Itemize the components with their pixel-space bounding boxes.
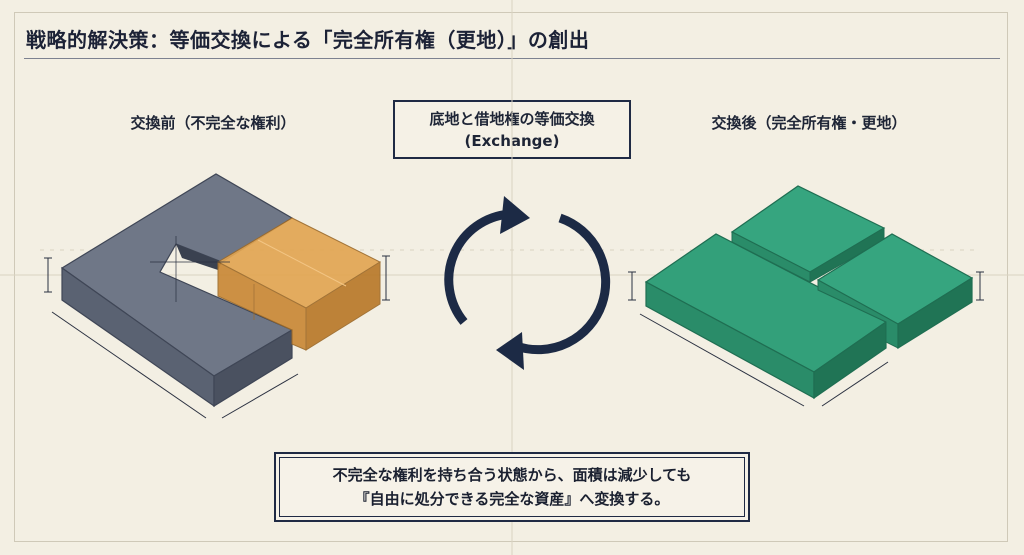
summary-line2: 『自由に処分できる完全な資産』へ変換する。: [354, 490, 670, 508]
cycle-arrows-icon: [444, 209, 611, 355]
after-label: 交換後（完全所有権・更地）: [711, 114, 907, 132]
after-dimension-lines: [628, 271, 984, 407]
before-orange-block: [216, 217, 382, 351]
after-green-top-block: [730, 185, 886, 283]
after-green-right-block: [816, 233, 974, 350]
page-title: 戦略的解決策：等価交換による「完全所有権（更地）」の創出: [26, 28, 590, 52]
cycle-arrowheads: [496, 196, 530, 370]
before-slate-block: [60, 173, 294, 408]
summary-box: 不完全な権利を持ち合う状態から、面積は減少しても 『自由に処分できる完全な資産』…: [274, 452, 750, 522]
after-green-large-block: [644, 233, 888, 400]
before-dimension-lines: [44, 236, 390, 419]
slide-frame: [14, 12, 1008, 542]
before-label: 交換前（不完全な権利）: [130, 114, 296, 132]
summary-line1: 不完全な権利を持ち合う状態から、面積は減少しても: [332, 466, 692, 484]
